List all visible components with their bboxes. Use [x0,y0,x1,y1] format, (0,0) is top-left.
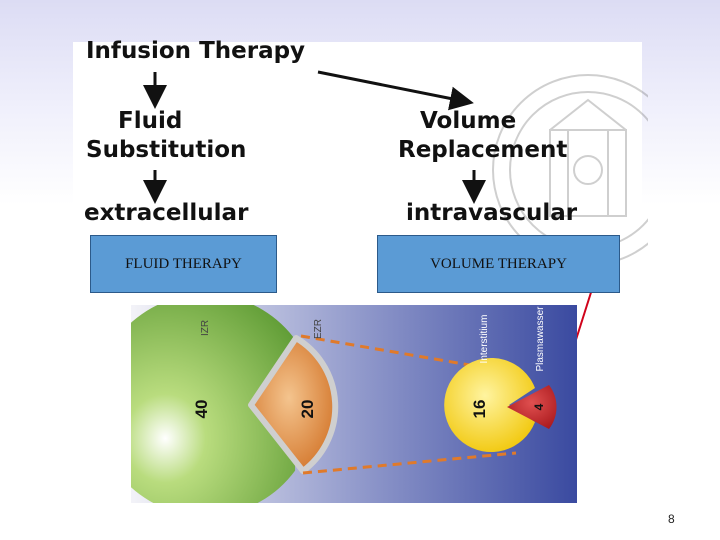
replacement-label: Replacement [398,137,568,163]
volume-label: Volume [420,108,517,134]
fluid-compartment-chart: 40 20 16 4 IZR EZR Interstitium Plasmawa… [131,305,577,503]
plasma-label: Plasmawasser [535,306,546,372]
infusion-therapy-label: Infusion Therapy [86,38,306,64]
interstitium-label: Interstitium [479,315,490,364]
ezr-label: EZR [313,319,324,339]
page-number: 8 [668,512,675,526]
ezr-slice [248,335,339,474]
substitution-label: Substitution [86,137,247,163]
fluid-therapy-box: FLUID THERAPY [90,235,277,293]
izr-label: IZR [200,320,211,336]
plasma-value: 4 [532,403,546,410]
interstitium-slice [444,358,535,452]
volume-therapy-label: VOLUME THERAPY [430,255,567,272]
fluid-label: Fluid [118,108,183,134]
izr-value: 40 [192,400,211,419]
volume-therapy-box: VOLUME THERAPY [377,235,620,293]
fluid-therapy-label: FLUID THERAPY [125,255,242,272]
izr-slice [131,305,297,503]
plasma-slice [507,385,557,429]
interstitium-value: 16 [470,400,489,419]
intravascular-label: intravascular [406,200,578,226]
extracellular-label: extracellular [84,200,249,226]
projection-line-bottom [302,451,517,475]
ezr-value: 20 [298,400,317,419]
